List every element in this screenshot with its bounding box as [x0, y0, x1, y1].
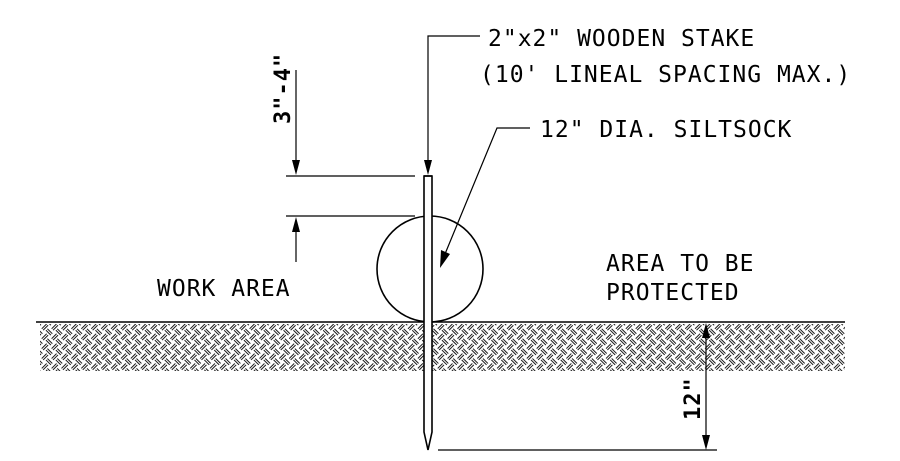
stake-label: 2"x2" WOODEN STAKE — [488, 26, 755, 52]
stake-depth-dimension: 12" — [681, 377, 706, 420]
stake-leader-arrow — [424, 160, 432, 175]
upper-dim-arrow — [292, 160, 300, 175]
spacing-label: (10' LINEAL SPACING MAX.) — [480, 62, 851, 88]
lower-dim-arrow — [292, 217, 300, 232]
depth-dim-arrow-bottom — [702, 435, 710, 450]
soil-hatch — [40, 324, 845, 371]
siltsock-leader — [444, 127, 530, 255]
work-area-label: WORK AREA — [157, 276, 291, 302]
depth-dim-arrow-top — [702, 323, 710, 338]
protected-area-label-line2: PROTECTED — [606, 280, 740, 306]
siltsock-label: 12" DIA. SILTSOCK — [540, 117, 792, 143]
stake-height-dimension: 3"-4" — [271, 53, 296, 124]
wooden-stake — [423, 175, 433, 451]
protected-area-label-line1: AREA TO BE — [606, 251, 754, 277]
siltsock-leader-arrow — [440, 250, 450, 268]
stake-leader — [427, 35, 480, 164]
